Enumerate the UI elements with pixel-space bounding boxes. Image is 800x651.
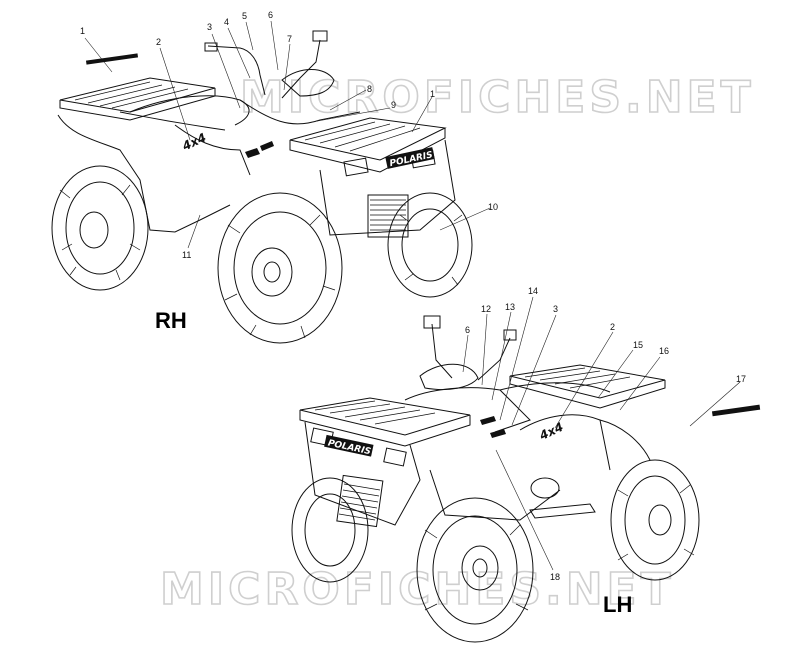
rh-front-wheel [217,192,343,344]
callout-rh-2: 2 [156,37,161,47]
callouts-lh: 12 13 14 3 6 2 15 16 17 18 [462,286,761,582]
rh-rear-wheel [51,165,149,291]
callout-lh-12: 12 [481,304,491,314]
callout-rh-10: 10 [488,202,498,212]
callouts-rh: 1 2 3 4 5 6 7 8 9 1 10 11 [80,10,498,260]
view-label-rh: RH [155,308,187,333]
lh-rear-wheel [610,459,700,581]
rh-front-wheel-far [387,192,473,298]
callout-rh-1: 1 [80,26,85,36]
callout-lh-18: 18 [550,572,560,582]
lh-front-wheel [416,497,534,643]
model-logo-rh: 4x4 [179,130,208,153]
callout-lh-17: 17 [736,374,746,384]
view-label-lh: LH [603,592,632,617]
callout-rh-7: 7 [287,34,292,44]
callout-rh-5: 5 [242,11,247,21]
callout-rh-4: 4 [224,17,229,27]
callout-rh-3: 3 [207,22,212,32]
callout-rh-1b: 1 [430,89,435,99]
callout-rh-6: 6 [268,10,273,20]
callout-lh-14: 14 [528,286,538,296]
callout-lh-16: 16 [659,346,669,356]
callout-lh-3: 3 [553,304,558,314]
lh-front-wheel-far [291,477,369,583]
watermark-top: MICROFICHES.NET [240,72,755,123]
callout-lh-2: 2 [610,322,615,332]
model-logo-lh: 4x4 [536,420,565,443]
callout-rh-9: 9 [391,100,396,110]
callout-lh-6: 6 [465,325,470,335]
watermark-bottom: MICROFICHES.NET [160,564,675,615]
callout-rh-11: 11 [182,250,191,260]
callout-lh-15: 15 [633,340,643,350]
callout-lh-13: 13 [505,302,515,312]
callout-rh-8: 8 [367,84,372,94]
